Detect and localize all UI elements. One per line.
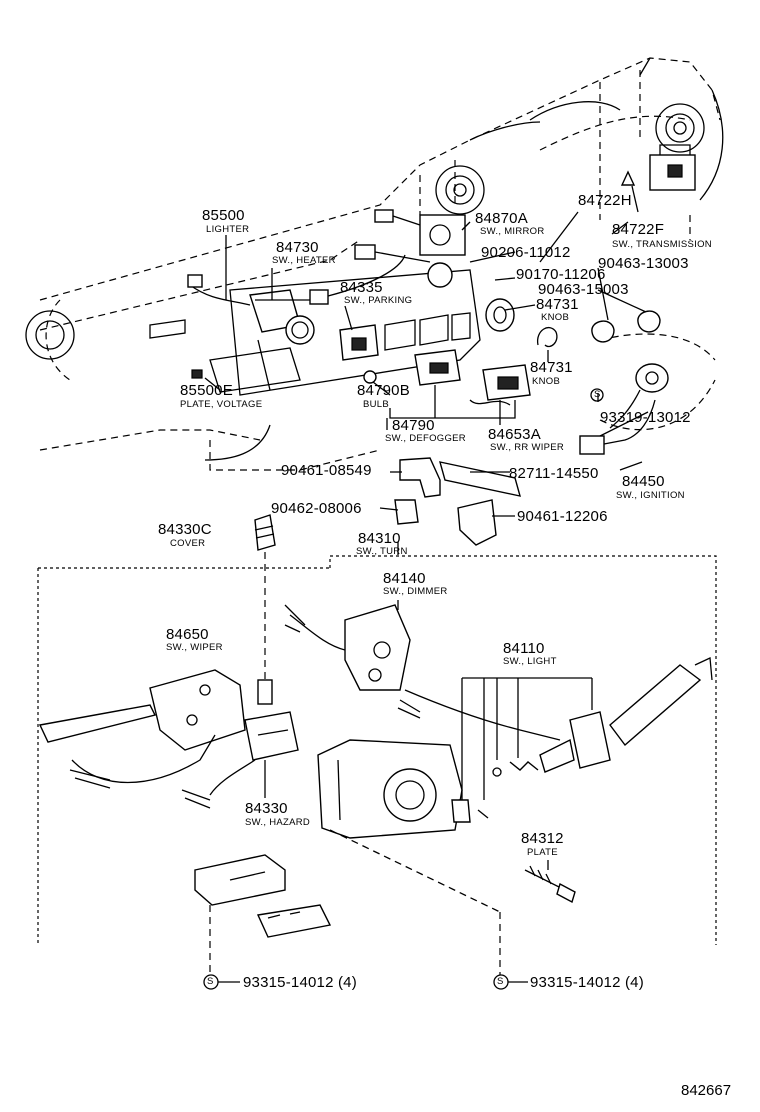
part-number-82711: 82711-14550: [509, 465, 599, 482]
part-desc-84450: SW., IGNITION: [616, 490, 685, 501]
dimmer-switch: [284, 600, 411, 691]
part-desc-84330c: COVER: [170, 538, 206, 549]
part-desc-85500e: PLATE, VOLTAGE: [180, 399, 263, 410]
gauge-right: [655, 103, 705, 153]
turn-switch-body: [317, 739, 501, 913]
part-number-84140: 84140: [383, 570, 426, 587]
part-number-90170: 90170-11206: [516, 266, 606, 283]
turn-switch-enclosure: [37, 555, 717, 945]
part-desc-84110: SW., LIGHT: [503, 656, 557, 667]
part-number-84335: 84335: [340, 279, 383, 296]
part-number-90461-08549: 90461-08549: [281, 462, 372, 479]
part-number-84731-upper: 84731: [536, 296, 579, 313]
connector-block: [194, 854, 501, 975]
part-desc-84722f: SW., TRANSMISSION: [612, 239, 712, 250]
hazard-switch: [181, 679, 299, 809]
light-switch: [397, 657, 713, 823]
plate-82711: [439, 461, 521, 497]
part-desc-84335: SW., PARKING: [344, 295, 413, 306]
part-number-84653a: 84653A: [488, 426, 541, 443]
part-number-84310: 84310: [358, 530, 401, 547]
part-number-84330: 84330: [245, 800, 288, 817]
plate-84312: [524, 860, 576, 904]
part-number-84110: 84110: [503, 640, 545, 657]
part-desc-84312: PLATE: [527, 847, 558, 858]
part-number-93315-right: 93315-14012 (4): [530, 974, 644, 991]
bracket-90461-b: [457, 499, 497, 546]
part-number-84731-lower: 84731: [530, 359, 573, 376]
part-number-84730: 84730: [276, 239, 319, 256]
diagram-reference-number: 842667: [681, 1082, 732, 1099]
part-number-84790b: 84790B: [357, 382, 410, 399]
leader-lines-upper: [204, 185, 649, 517]
part-number-85500e: 85500E: [180, 382, 233, 399]
transmission-switch: [620, 144, 696, 191]
screw-symbol-text: S: [594, 389, 601, 400]
lighter-assembly: [187, 274, 326, 345]
part-desc-84731-upper: KNOB: [541, 312, 570, 323]
part-number-93315-left: 93315-14012 (4): [243, 974, 357, 991]
ignition-switch: [579, 363, 669, 455]
part-desc-84790b: BULB: [363, 399, 390, 410]
mirror-switch: [309, 209, 466, 305]
part-number-90461-12206: 90461-12206: [517, 508, 608, 525]
part-number-84722h: 84722H: [578, 192, 632, 209]
dash-panel: [149, 269, 481, 461]
voltage-plate-icon: [191, 369, 203, 379]
cover-84330c: [254, 514, 276, 690]
part-desc-84330: SW., HAZARD: [245, 817, 311, 828]
part-desc-84731-lower: KNOB: [532, 376, 561, 387]
part-number-84722f: 84722F: [612, 221, 665, 238]
screw-symbol-upper: [590, 388, 604, 402]
part-number-84870a: 84870A: [475, 210, 528, 227]
part-number-84450: 84450: [622, 473, 665, 490]
gauge-lower-left: [25, 310, 75, 360]
clamp-b: [637, 310, 661, 333]
part-desc-85500: LIGHTER: [206, 224, 250, 235]
part-desc-84790: SW., DEFOGGER: [385, 433, 466, 444]
part-number-84790: 84790: [392, 417, 435, 434]
part-desc-84310: SW., TURN: [356, 546, 408, 557]
part-number-90463-15003: 90463-15003: [538, 281, 629, 298]
screw-symbol-lower-left: [203, 974, 240, 990]
part-desc-84870a: SW., MIRROR: [480, 226, 545, 237]
part-number-90462: 90462-08006: [271, 500, 362, 517]
part-number-84650: 84650: [166, 626, 209, 643]
part-number-90463-13003: 90463-13003: [598, 255, 689, 272]
screw-symbol-lower-right: [493, 974, 528, 990]
defogger-switch: [363, 349, 461, 386]
knob-upper: [485, 298, 515, 332]
screw-symbol-text: S: [207, 976, 214, 987]
gauge-left: [435, 165, 485, 215]
part-desc-84140: SW., DIMMER: [383, 586, 448, 597]
screw-symbol-text: S: [497, 976, 504, 987]
part-number-90206: 90206-11012: [481, 244, 571, 261]
part-number-84312: 84312: [521, 830, 564, 847]
rr-wiper-switch: [469, 364, 531, 406]
part-desc-84730: SW., HEATER: [272, 255, 336, 266]
clamp-a: [591, 320, 615, 343]
part-number-84330c: 84330C: [158, 521, 212, 538]
bracket-90461: [399, 457, 441, 498]
part-desc-84653a: SW., RR WIPER: [490, 442, 565, 453]
dashboard-outline: [39, 57, 724, 471]
clip-90462: [394, 499, 419, 525]
parking-switch: [339, 324, 379, 361]
wiper-switch: [38, 669, 246, 789]
part-number-85500: 85500: [202, 207, 245, 224]
part-number-93319: 93319-13012: [600, 409, 691, 426]
knob-lower: [537, 327, 558, 348]
part-desc-84650: SW., WIPER: [166, 642, 223, 653]
